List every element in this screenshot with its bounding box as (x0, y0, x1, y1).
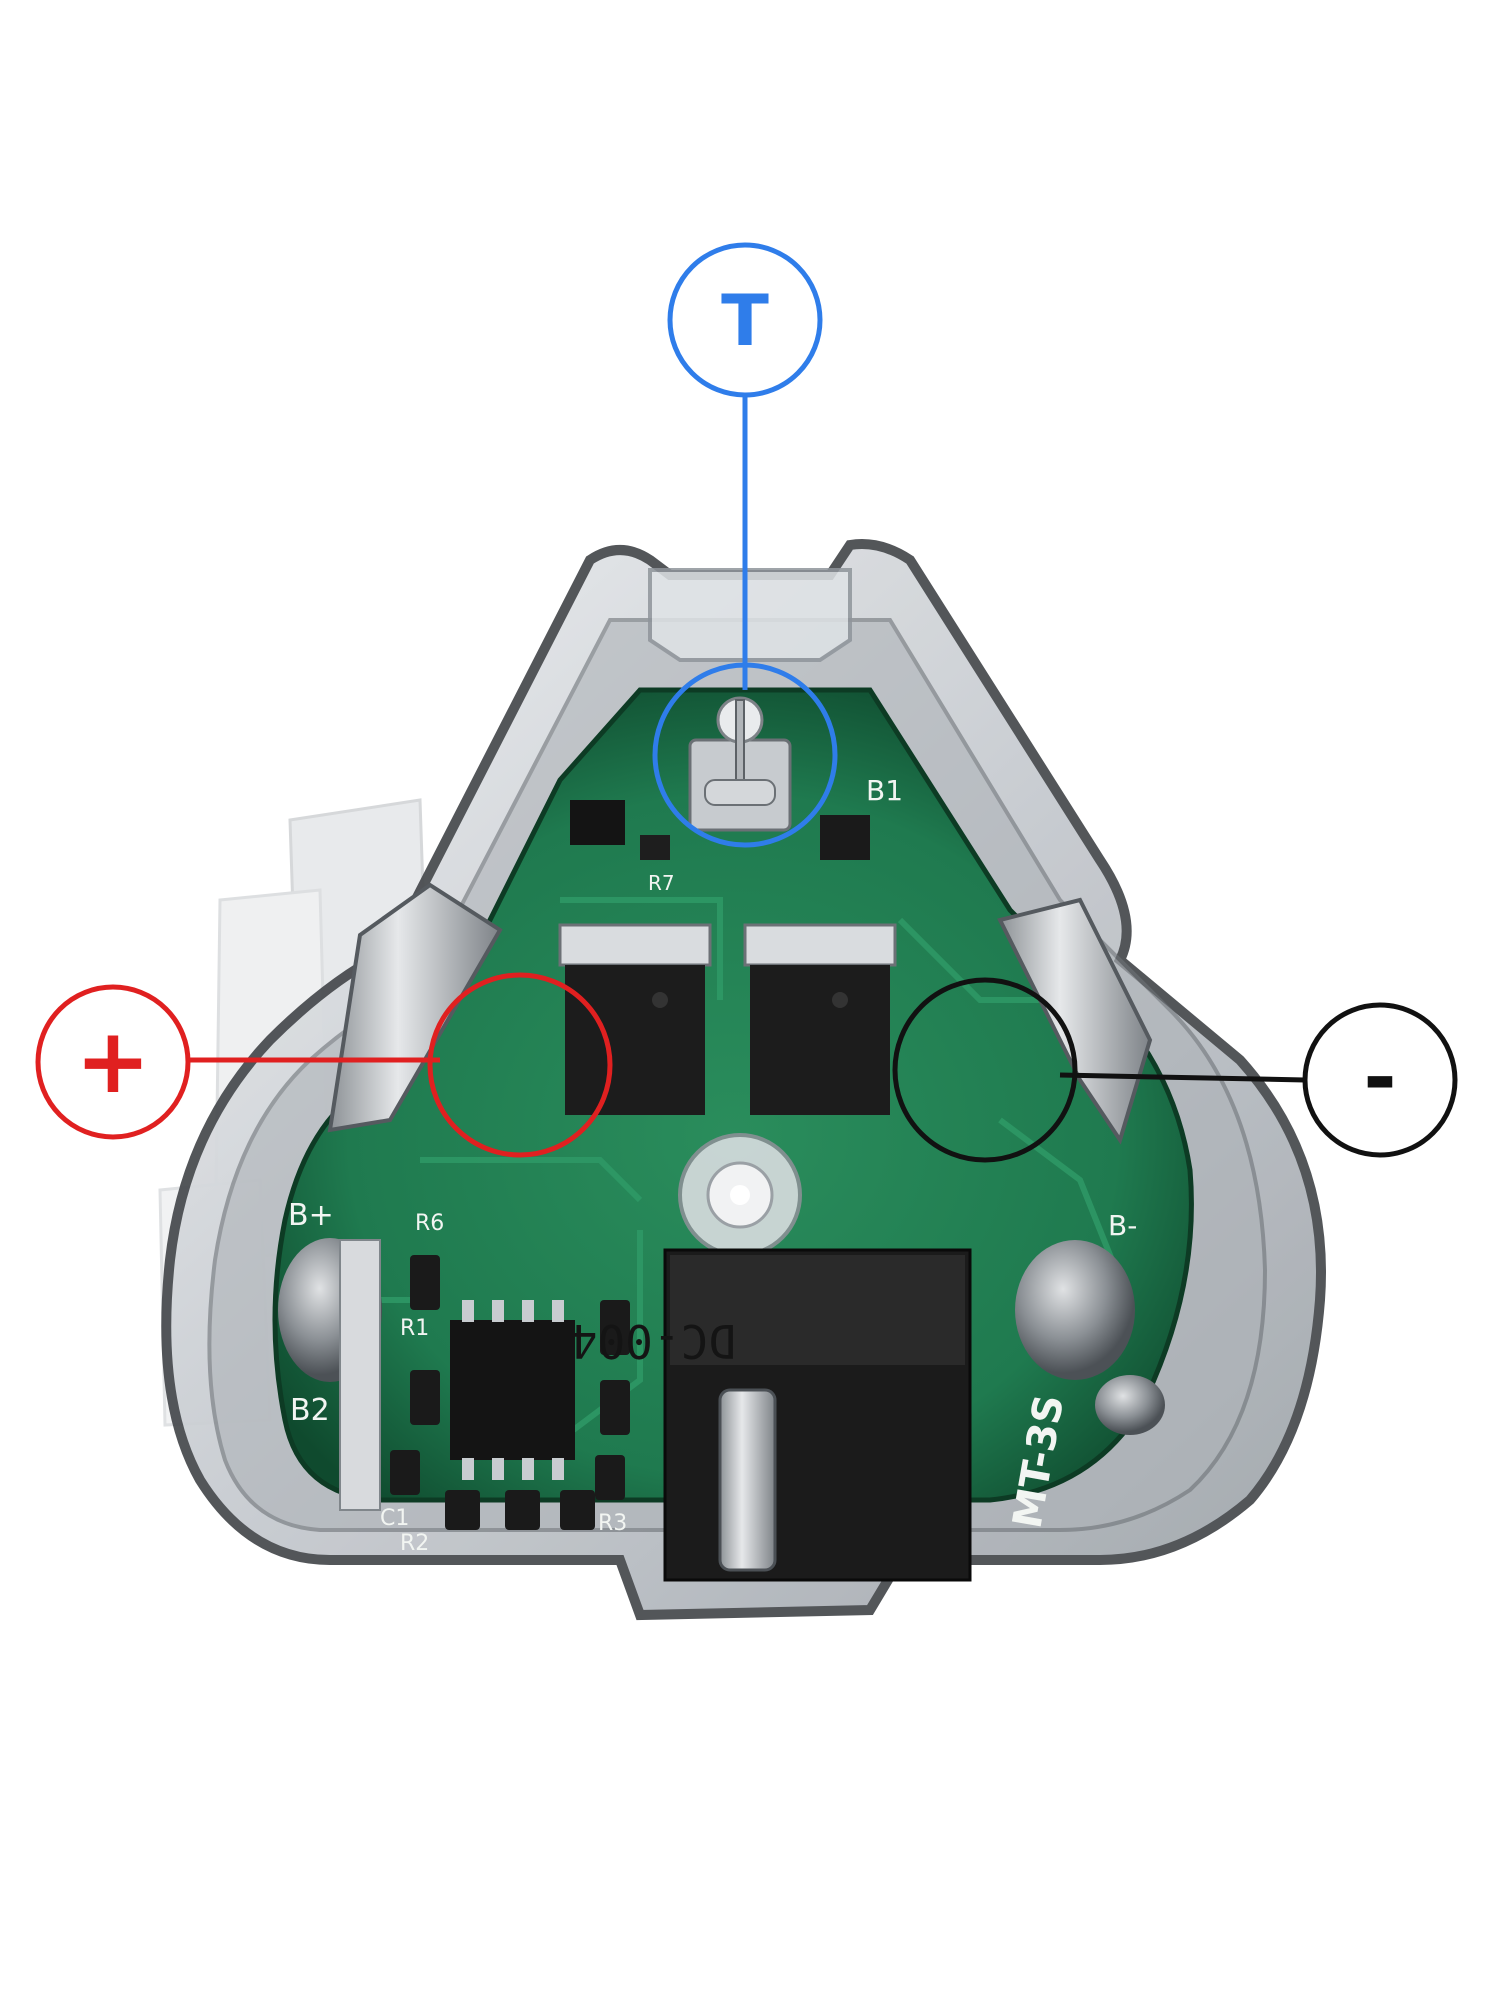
b-minus-solder-pad (1015, 1240, 1135, 1380)
callout-positive-label: + (75, 1009, 150, 1114)
label-b-minus: B- (1108, 1209, 1137, 1242)
label-r7: R7 (648, 871, 675, 895)
label-r3: R3 (598, 1511, 627, 1536)
callout-positive: + (35, 972, 613, 1158)
balance-connector-strip (339, 1239, 381, 1511)
callout-thermistor: T (652, 242, 838, 848)
b-minus-solder-pad-small (1095, 1375, 1165, 1435)
callout-negative-label: - (1363, 1031, 1396, 1124)
callout-negative-line (1059, 1072, 1306, 1083)
right-metal-strip (997, 897, 1153, 1145)
label-r2: R2 (400, 1531, 429, 1556)
label-r6: R6 (415, 1211, 444, 1236)
label-c1: C1 (380, 1506, 409, 1531)
mosfets (558, 923, 897, 1115)
pcb-traces (330, 897, 1123, 1443)
protection-ic (450, 1300, 575, 1480)
thermistor-component (688, 696, 792, 832)
smd-components (390, 1255, 630, 1530)
dc-connector (663, 1248, 972, 1582)
callout-negative: - (892, 977, 1458, 1163)
label-b1: B1 (866, 774, 903, 807)
label-r1: R1 (400, 1316, 429, 1341)
callout-thermistor-badge (667, 242, 823, 398)
label-b-plus: B+ (288, 1198, 334, 1233)
label-connector: DC-004 (570, 1314, 736, 1368)
callout-thermistor-ring (652, 662, 838, 848)
center-indicator (678, 1133, 802, 1257)
callout-negative-badge (1302, 1002, 1458, 1158)
callout-negative-ring (892, 977, 1078, 1163)
callout-positive-badge (35, 984, 191, 1140)
top-small-components (570, 800, 870, 860)
left-metal-strip (327, 882, 503, 1133)
label-b2: B2 (290, 1393, 330, 1428)
callout-positive-ring (427, 972, 613, 1158)
top-cap (648, 568, 852, 662)
callout-thermistor-label: T (721, 280, 769, 362)
